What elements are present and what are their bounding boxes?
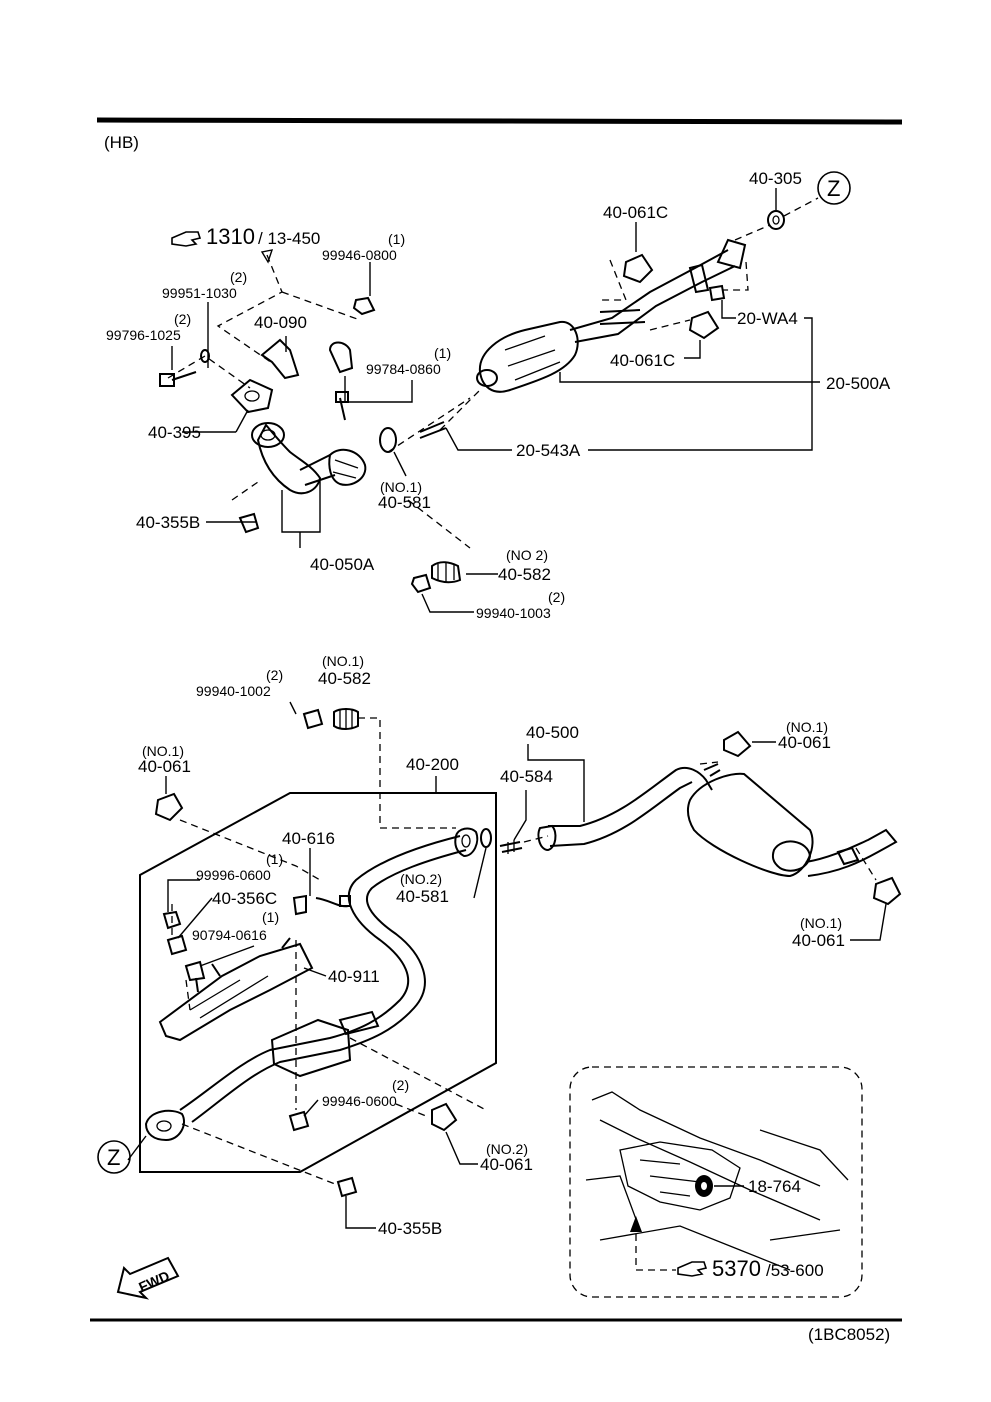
label-99940-1002: 99940-1002	[196, 683, 271, 699]
ref-1310-sub: / 13-450	[258, 229, 320, 248]
label-99946-0800: 99946-0800	[322, 247, 397, 263]
hand-pointer-icon	[171, 231, 202, 247]
label-40-061c-b: 40-061C	[610, 351, 675, 370]
label-99796-1025: 99796-1025	[106, 327, 181, 343]
label-40-090: 40-090	[254, 313, 307, 332]
label-40-584: 40-584	[500, 767, 553, 786]
ref-circle-z-top	[817, 171, 851, 205]
label-40-911: 40-911	[328, 967, 380, 986]
ref-1310-main: 1310	[206, 224, 255, 249]
label-40-355b-top: 40-355B	[136, 513, 200, 532]
ref-5370-sub: /53-600	[766, 1261, 824, 1280]
label-40-061-mid: 40-061	[480, 1155, 533, 1174]
qty-99996-0600: (1)	[266, 851, 283, 867]
inset-detail	[569, 1066, 863, 1298]
label-99951-1030: 99951-1030	[162, 285, 237, 301]
intermediate-pipe-frame	[139, 792, 497, 1173]
qty-40-582-bot: (NO.1)	[322, 653, 364, 669]
catalytic-converter-assembly	[419, 210, 785, 439]
label-20-543a: 20-543A	[516, 441, 581, 460]
qty-40-582-top: (NO 2)	[506, 547, 548, 563]
label-40-582-bot: 40-582	[318, 669, 371, 688]
front-pipe-assembly	[159, 296, 462, 594]
header-rule	[96, 117, 903, 125]
label-20-500a: 20-500A	[826, 374, 891, 393]
label-40-355b-bottom: 40-355B	[378, 1219, 442, 1238]
diagram-code: (1BC8052)	[808, 1325, 890, 1344]
ref-z-top-label: Z	[827, 176, 840, 201]
label-40-616: 40-616	[282, 829, 335, 848]
fwd-arrow: FWD	[116, 1256, 180, 1300]
label-18-764: 18-764	[748, 1177, 801, 1196]
ref-z-bottom-label: Z	[107, 1145, 120, 1170]
label-40-395: 40-395	[148, 423, 201, 442]
qty-40-061-right-bottom: (NO.1)	[800, 915, 842, 931]
label-40-061-right-bottom: 40-061	[792, 931, 845, 950]
label-40-305: 40-305	[749, 169, 802, 188]
label-20-wa4: 20-WA4	[737, 309, 798, 328]
label-90794-0616: 90794-0616	[192, 927, 267, 943]
label-40-061-right: 40-061	[778, 733, 831, 752]
top-leader-lines	[167, 188, 820, 613]
qty-40-061-mid: (NO.2)	[486, 1141, 528, 1157]
label-40-061-left: 40-061	[138, 757, 191, 776]
qty-40-061-left: (NO.1)	[142, 743, 184, 759]
qty-99946-0800: (1)	[388, 231, 405, 247]
qty-90794-0616: (1)	[262, 909, 279, 925]
label-99940-1003: 99940-1003	[476, 605, 551, 621]
intermediate-pipe-assembly	[144, 827, 492, 1142]
fwd-label: FWD	[136, 1268, 172, 1296]
label-99996-0600: 99996-0600	[196, 867, 271, 883]
qty-99940-1002: (2)	[266, 667, 283, 683]
variant-label: (HB)	[104, 133, 139, 152]
qty-40-581-bottom: (NO.2)	[400, 871, 442, 887]
label-40-500: 40-500	[526, 723, 579, 742]
label-99784-0860: 99784-0860	[366, 361, 441, 377]
label-40-582-top: 40-582	[498, 565, 551, 584]
label-40-581-top: 40-581	[378, 493, 431, 512]
qty-99796-1025: (2)	[174, 311, 191, 327]
bottom-leader-lines	[127, 701, 887, 1229]
label-40-050a: 40-050A	[310, 555, 375, 574]
label-99946-0600: 99946-0600	[322, 1093, 397, 1109]
qty-99946-0600: (2)	[392, 1077, 409, 1093]
muffler-assembly	[154, 708, 902, 1198]
label-40-581-bottom: 40-581	[396, 887, 449, 906]
label-40-200: 40-200	[406, 755, 459, 774]
qty-99951-1030: (2)	[230, 269, 247, 285]
label-40-061c-a: 40-061C	[603, 203, 668, 222]
hand-pointer-icon	[677, 1261, 708, 1277]
ref-5370-main: 5370	[712, 1256, 761, 1281]
ref-circle-z-bottom	[97, 1140, 131, 1174]
label-40-356c: 40-356C	[212, 889, 277, 908]
qty-40-581-top: (NO.1)	[380, 479, 422, 495]
qty-99940-1003: (2)	[548, 589, 565, 605]
qty-40-061-right: (NO.1)	[786, 719, 828, 735]
qty-99784-0860: (1)	[434, 345, 451, 361]
